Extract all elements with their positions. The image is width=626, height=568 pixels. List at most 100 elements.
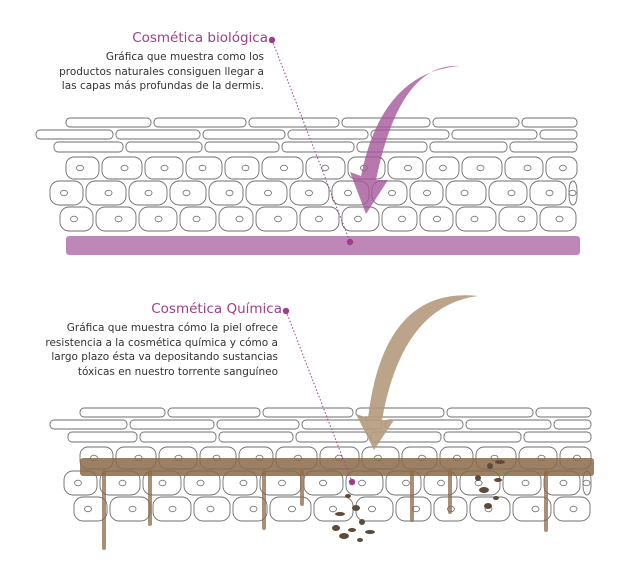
title-dot-chemical bbox=[282, 307, 290, 315]
skin-cell bbox=[429, 141, 508, 153]
skin-cell bbox=[101, 156, 143, 180]
resistance-band-chemical bbox=[80, 458, 594, 476]
description-line: resistencia a la cosmética química y cóm… bbox=[45, 336, 278, 349]
description-line: largo plazo ésta va depositando sustanci… bbox=[51, 351, 278, 363]
skin-cell bbox=[289, 180, 330, 206]
skin-cell bbox=[202, 129, 286, 140]
cell-nucleus bbox=[264, 189, 272, 197]
skin-cell bbox=[204, 141, 280, 153]
skin-cell bbox=[512, 496, 552, 522]
cell-nucleus bbox=[84, 505, 92, 513]
cell-nucleus bbox=[114, 215, 123, 223]
cell-nucleus bbox=[433, 215, 441, 223]
skin-cell bbox=[446, 407, 534, 418]
cell-nucleus bbox=[555, 215, 564, 223]
skin-cell bbox=[539, 206, 577, 232]
cell-nucleus bbox=[388, 189, 396, 197]
cell-nucleus bbox=[239, 479, 248, 487]
skin-cell bbox=[553, 496, 591, 522]
description-line: productos naturales consiguen llegar a bbox=[59, 65, 264, 78]
cell-nucleus bbox=[74, 479, 82, 487]
cell-nucleus bbox=[402, 479, 410, 487]
skin-cell bbox=[504, 156, 544, 180]
toxic-deposit bbox=[495, 460, 505, 464]
skin-cell bbox=[248, 117, 340, 128]
skin-cell bbox=[185, 156, 223, 180]
chemical-cosmetics-panel: Cosmética Química Gráfica que muestra có… bbox=[0, 284, 626, 568]
cell-nucleus bbox=[315, 215, 323, 223]
cell-nucleus bbox=[582, 479, 591, 487]
skin-cell bbox=[488, 180, 528, 206]
cell-nucleus bbox=[568, 189, 577, 197]
skin-cell bbox=[355, 496, 394, 522]
cell-nucleus bbox=[423, 189, 431, 197]
skin-cell bbox=[443, 431, 522, 443]
description-line: tóxicas en nuestro torrente sanguíneo bbox=[77, 365, 278, 378]
cell-nucleus bbox=[329, 505, 337, 513]
cell-nucleus bbox=[278, 479, 286, 487]
skin-cell bbox=[445, 180, 487, 206]
cell-nucleus bbox=[476, 164, 485, 172]
skin-cell bbox=[65, 156, 100, 180]
cell-nucleus bbox=[128, 505, 137, 513]
toxic-deposit bbox=[345, 494, 351, 498]
skin-cell bbox=[218, 206, 254, 232]
cell-nucleus bbox=[249, 505, 258, 513]
skin-cell bbox=[73, 496, 108, 522]
skin-cell bbox=[313, 496, 354, 522]
toxic-deposit bbox=[494, 478, 502, 482]
skin-cell bbox=[49, 419, 128, 430]
skin-cell bbox=[153, 117, 247, 128]
skin-cell bbox=[341, 206, 380, 232]
skin-cell bbox=[295, 431, 369, 443]
skin-cell bbox=[419, 206, 454, 232]
cell-nucleus bbox=[521, 479, 530, 487]
skin-cell bbox=[65, 117, 152, 128]
cell-nucleus bbox=[569, 505, 578, 513]
cell-nucleus bbox=[437, 479, 445, 487]
skin-cell bbox=[167, 407, 261, 418]
cell-nucleus bbox=[559, 164, 567, 172]
cell-nucleus bbox=[104, 189, 113, 197]
cell-nucleus bbox=[280, 164, 288, 172]
skin-cell bbox=[245, 180, 288, 206]
skin-cell bbox=[432, 117, 520, 128]
skin-cell bbox=[465, 419, 552, 430]
toxic-deposit bbox=[475, 475, 481, 481]
skin-cell bbox=[370, 129, 450, 140]
skin-cell bbox=[139, 431, 217, 443]
skin-cell bbox=[529, 180, 567, 206]
skin-cell bbox=[535, 407, 592, 418]
toxic-deposit bbox=[484, 503, 492, 509]
skin-cell bbox=[355, 407, 445, 418]
cell-nucleus bbox=[120, 164, 129, 172]
toxic-deposit bbox=[487, 463, 493, 469]
cell-nucleus bbox=[344, 189, 352, 197]
skin-cell bbox=[261, 156, 304, 180]
skin-cell bbox=[387, 156, 424, 180]
skin-cell bbox=[125, 141, 203, 153]
target-dot-biological bbox=[346, 238, 354, 246]
cell-nucleus bbox=[241, 164, 250, 172]
description-biological: Gráfica que muestra como los productos n… bbox=[4, 50, 264, 94]
skin-cell bbox=[262, 407, 354, 418]
cell-nucleus bbox=[523, 164, 532, 172]
skin-cell bbox=[451, 129, 538, 140]
skin-cell bbox=[553, 419, 592, 430]
cell-nucleus bbox=[154, 215, 163, 223]
cell-nucleus bbox=[118, 479, 127, 487]
skin-cell bbox=[144, 156, 184, 180]
skin-cell bbox=[224, 156, 260, 180]
toxic-deposit bbox=[479, 487, 489, 493]
toxic-deposit bbox=[359, 519, 365, 525]
cell-nucleus bbox=[198, 164, 207, 172]
skin-cell bbox=[469, 496, 511, 522]
skin-cell bbox=[152, 496, 192, 522]
skin-cell bbox=[305, 156, 346, 180]
cell-nucleus bbox=[354, 215, 362, 223]
cell-nucleus bbox=[192, 215, 201, 223]
skin-cell bbox=[381, 206, 418, 232]
dermis-band-biological bbox=[66, 236, 580, 255]
skin-cell bbox=[216, 419, 300, 430]
biological-cosmetics-panel: Cosmética biológica Gráfica que muestra … bbox=[4, 30, 580, 255]
